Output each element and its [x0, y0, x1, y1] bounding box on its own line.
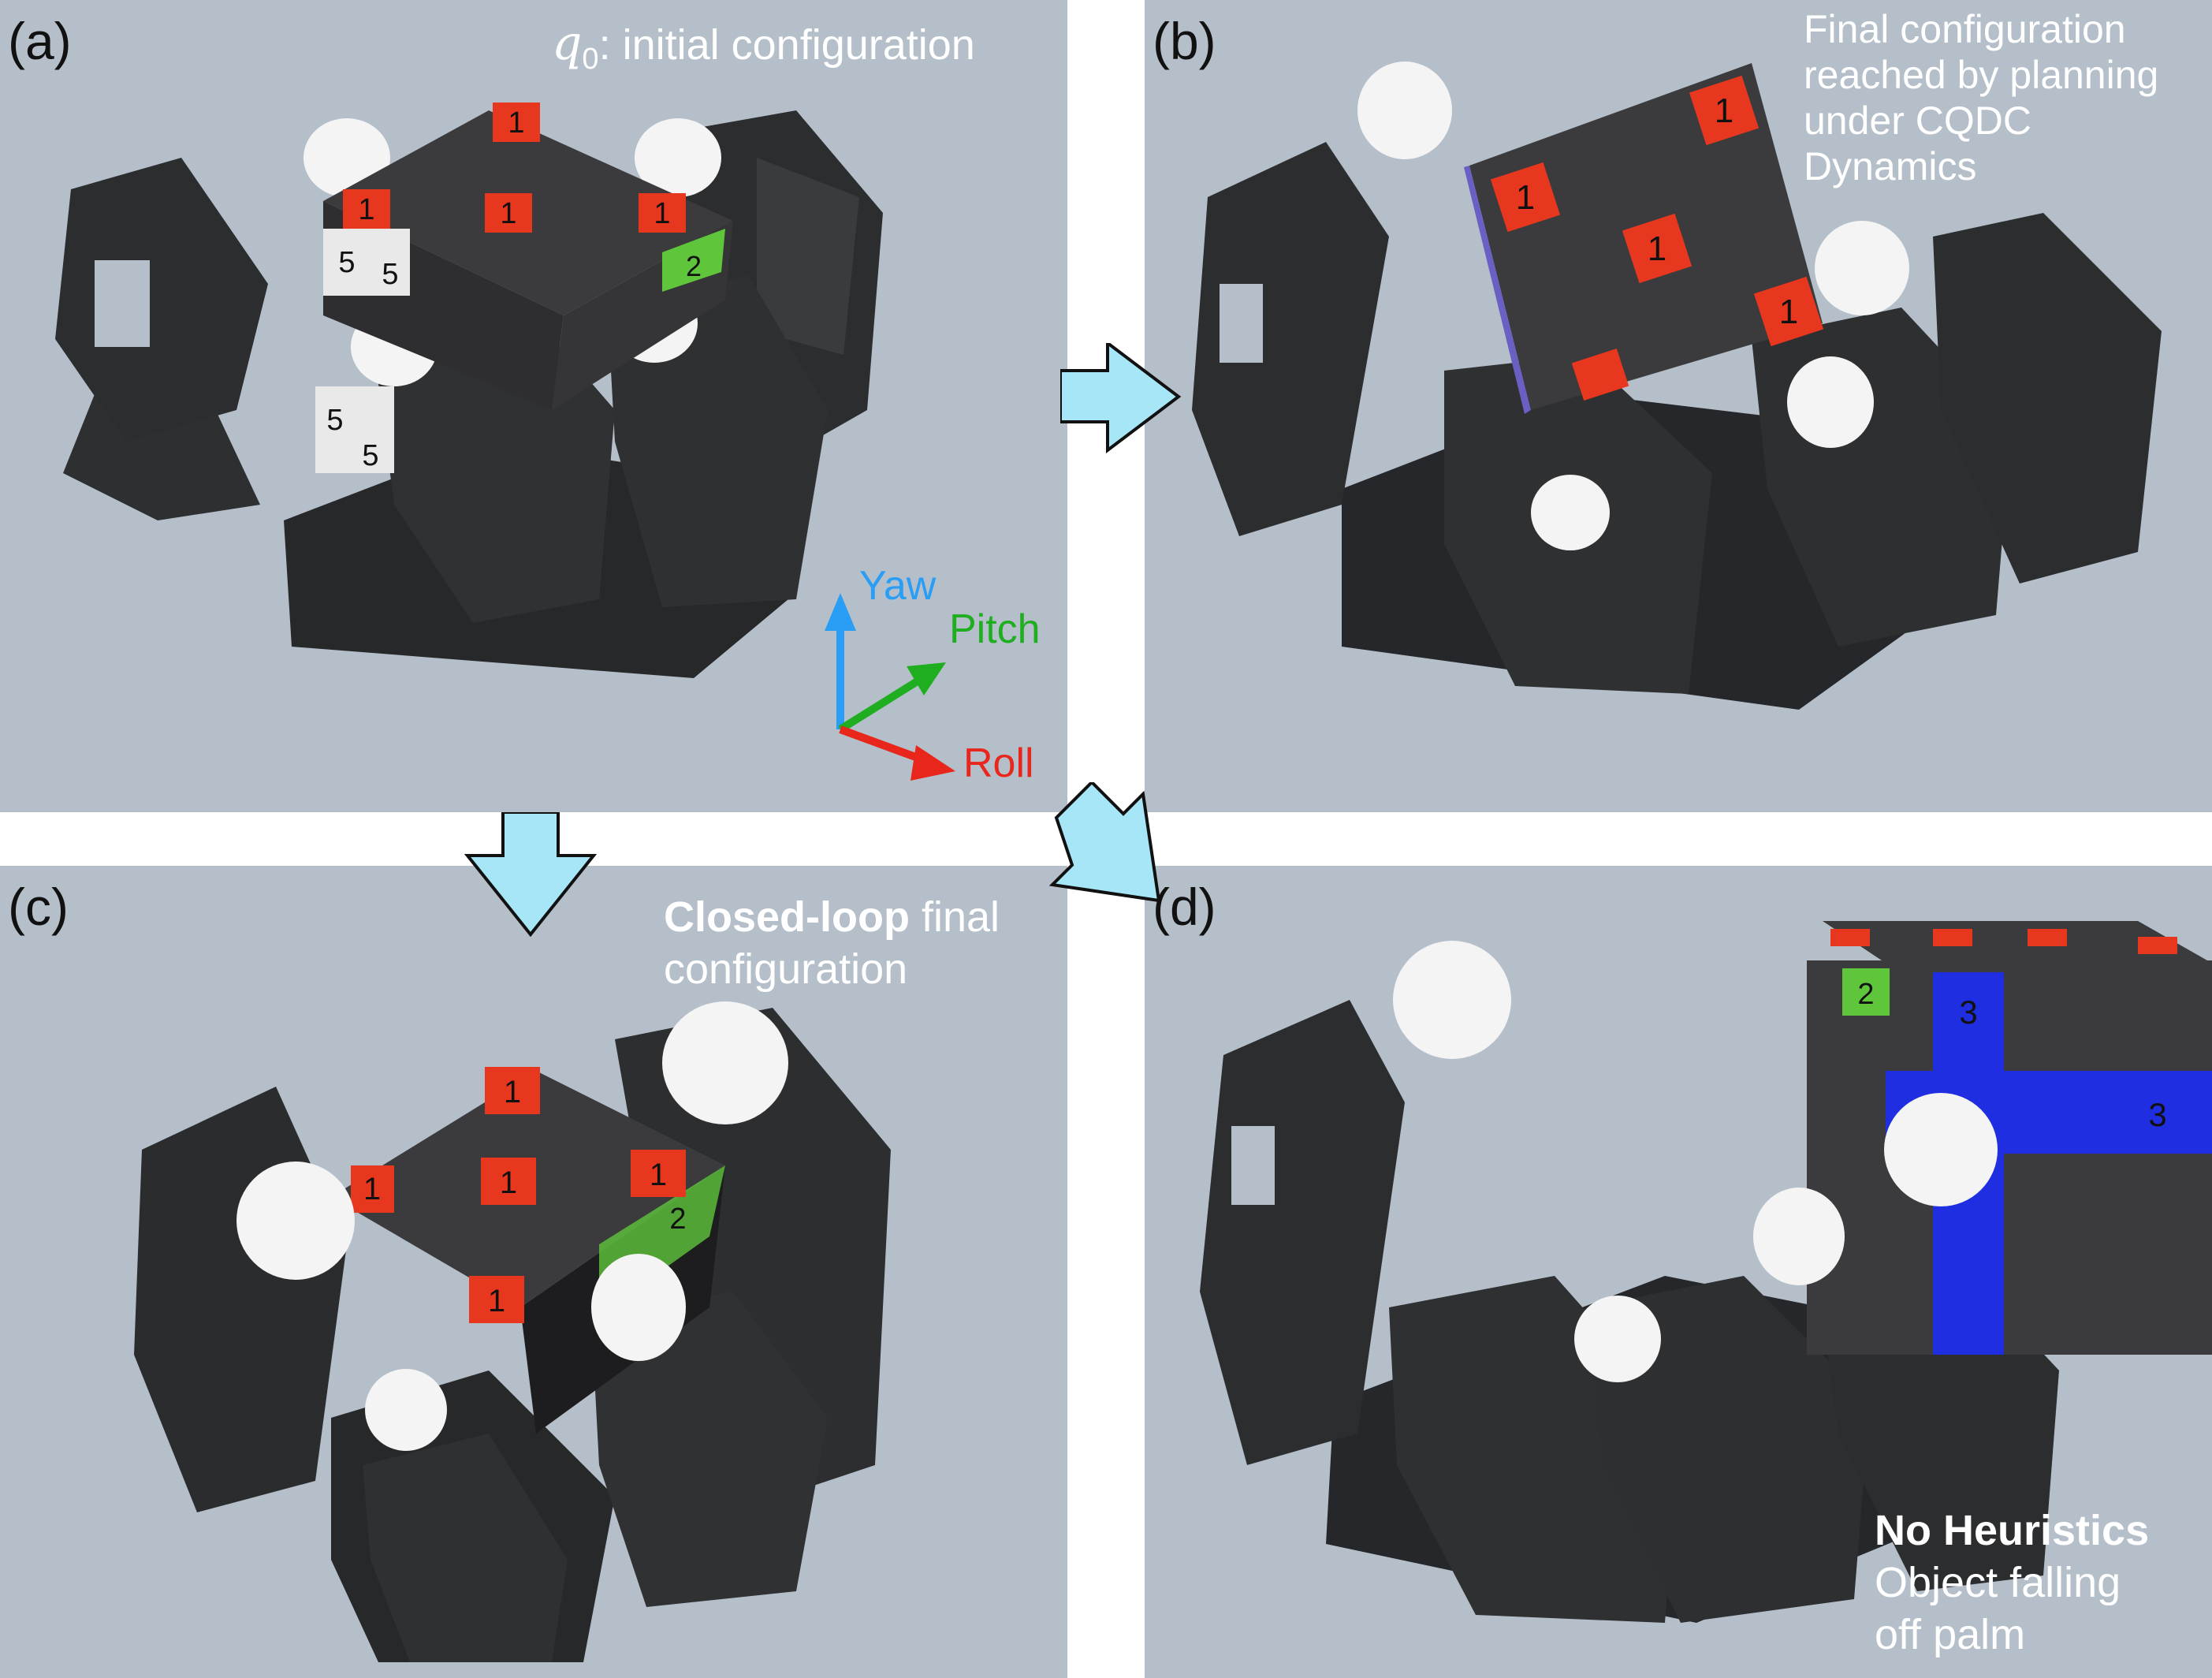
svg-text:1: 1 [654, 197, 670, 230]
svg-text:2: 2 [1857, 978, 1874, 1011]
panel-a: 1 1 1 1 2 5 5 5 5 Yaw Pitch Roll (a) q0: [0, 0, 1067, 812]
panel-caption: No Heuristics Object falling off palm [1875, 1507, 2150, 1658]
cube-front-face [1807, 960, 2212, 1355]
cube-top-face [1823, 921, 2207, 960]
svg-text:1: 1 [504, 1075, 521, 1109]
svg-text:1: 1 [1715, 91, 1733, 130]
panel-label: (b) [1153, 12, 1216, 70]
panel-a-scene: 1 1 1 1 2 5 5 5 5 Yaw Pitch Roll [55, 103, 1041, 786]
panel-d-scene: 2 3 3 3 [1200, 921, 2212, 1623]
arrow-a-to-d-icon [1048, 782, 1161, 903]
svg-text:3: 3 [2148, 1096, 2166, 1133]
svg-text:1: 1 [650, 1158, 667, 1192]
svg-text:5: 5 [326, 404, 343, 437]
roll-label: Roll [963, 740, 1034, 786]
svg-text:2: 2 [686, 250, 702, 282]
svg-text:1: 1 [488, 1284, 505, 1318]
panel-c: 1 1 1 1 1 2 (c) Closed-loop final config… [0, 866, 1067, 1678]
svg-text:1: 1 [1516, 178, 1535, 217]
panel-caption: q0: initial configuration [552, 16, 975, 76]
svg-text:1: 1 [358, 193, 374, 226]
panel-b: 1 1 1 1 (b) Final configuration reached … [1145, 0, 2212, 812]
panel-caption: Final configuration reached by planning … [1804, 7, 2159, 188]
svg-text:2: 2 [669, 1203, 686, 1236]
svg-text:1: 1 [363, 1172, 381, 1206]
fingertip [635, 118, 721, 197]
axis-triad: Yaw Pitch Roll [825, 563, 1041, 786]
panel-label: (c) [8, 878, 69, 936]
mark-text: 1 [508, 106, 524, 140]
panel-label: (a) [8, 12, 72, 70]
arrow-a-to-c-icon [464, 812, 598, 938]
svg-text:3: 3 [1959, 994, 1977, 1031]
pitch-label: Pitch [949, 606, 1041, 652]
svg-text:1: 1 [1779, 293, 1798, 331]
arrow-a-to-b-icon [1060, 343, 1182, 453]
panel-caption: Closed-loop final configuration [664, 893, 1000, 993]
svg-text:5: 5 [362, 439, 378, 472]
panel-label: (d) [1153, 878, 1216, 936]
svg-text:1: 1 [500, 1165, 517, 1200]
svg-text:5: 5 [338, 246, 355, 279]
svg-text:1: 1 [500, 197, 516, 230]
panel-c-scene: 1 1 1 1 1 2 [134, 1001, 891, 1662]
panel-d: 2 3 3 3 (d) No Heuristics Object falling… [1145, 866, 2212, 1678]
yaw-label: Yaw [859, 563, 937, 609]
svg-text:1: 1 [1648, 229, 1666, 268]
panel-b-scene: 1 1 1 1 [1192, 62, 2162, 710]
svg-text:5: 5 [382, 258, 398, 291]
